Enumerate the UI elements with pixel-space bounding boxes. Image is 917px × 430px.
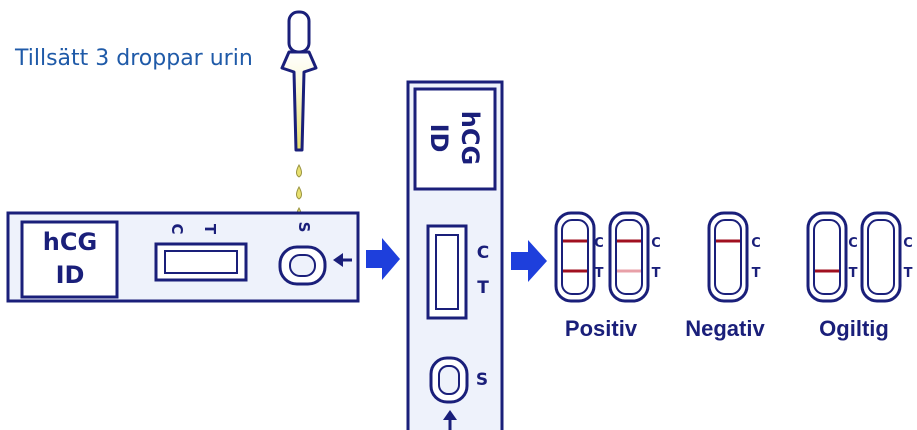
right-arrow-icon — [366, 238, 400, 280]
positive-1-c-label: C — [594, 236, 604, 251]
cassette-t-label: T — [201, 224, 219, 235]
vertical-cassette-c-label: C — [477, 243, 489, 263]
invalid-1-t-label: T — [849, 266, 858, 281]
negative-c-label: C — [751, 236, 761, 251]
result-invalid-window-2: C T — [860, 211, 913, 303]
vertical-cassette-brand-line1: hCG — [456, 111, 484, 165]
left-arrow-icon — [333, 253, 352, 267]
cassette-brand-line2: ID — [56, 261, 85, 289]
invalid-2-c-label: C — [903, 236, 913, 251]
pipette-icon — [280, 10, 318, 152]
cassette-brand-line1: hCG — [43, 228, 97, 256]
result-positive-window-2: C T — [608, 211, 661, 303]
negative-t-label: T — [752, 266, 761, 281]
result-negative-label: Negativ — [685, 316, 765, 341]
up-arrow-icon — [443, 410, 457, 430]
right-arrow-icon — [511, 240, 547, 282]
result-positive-window-1: C T — [554, 211, 604, 303]
result-negative-window: C T — [707, 211, 761, 303]
vertical-cassette-brand-line2: ID — [425, 124, 453, 153]
horizontal-cassette: hCG ID C T S — [6, 211, 360, 303]
vertical-cassette-s-label: S — [476, 370, 488, 390]
invalid-2-t-label: T — [904, 266, 913, 281]
vertical-cassette: hCG ID C T S — [406, 80, 504, 430]
positive-2-t-label: T — [652, 266, 661, 281]
result-invalid-window-1: C T — [806, 211, 858, 303]
positive-1-t-label: T — [595, 266, 604, 281]
result-positive-label: Positiv — [565, 316, 638, 341]
positive-2-c-label: C — [651, 236, 661, 251]
result-invalid-label: Ogiltig — [819, 316, 889, 341]
cassette-c-label: C — [168, 223, 186, 234]
instruction-text: Tillsätt 3 droppar urin — [14, 46, 253, 71]
vertical-cassette-t-label: T — [477, 278, 489, 298]
invalid-1-c-label: C — [848, 236, 858, 251]
cassette-s-label: S — [295, 222, 313, 233]
